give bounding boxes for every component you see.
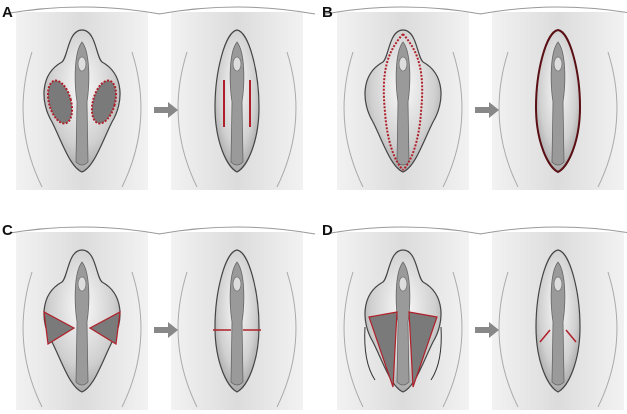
labia-majora-right — [121, 51, 142, 188]
excision-area — [90, 79, 118, 125]
wedge-excision — [368, 311, 398, 388]
excision-area — [46, 79, 74, 125]
labia-majora-right — [597, 271, 618, 408]
before-panel-c — [3, 226, 161, 410]
after-panel-c — [158, 226, 316, 410]
before-panel-a — [3, 6, 161, 190]
labia-majora-right — [276, 51, 297, 188]
clitoral-hood — [398, 276, 408, 292]
vestibule — [395, 261, 411, 386]
labia-majora-left — [498, 271, 519, 408]
wedge-excision — [43, 310, 76, 345]
vestibule — [550, 261, 566, 386]
body-contour — [324, 6, 482, 15]
wedge-excision — [408, 311, 438, 388]
clitoral-hood — [553, 56, 563, 72]
incision-line — [382, 33, 404, 171]
arrow-icon — [475, 102, 499, 118]
before-panel-d — [324, 226, 482, 410]
labia-majora-right — [121, 271, 142, 408]
clitoral-hood — [232, 56, 242, 72]
labia-majora-right — [597, 51, 618, 188]
arrow-icon — [475, 322, 499, 338]
labia-majora-left — [177, 51, 198, 188]
labia-majora-left — [22, 271, 43, 408]
suture-line — [534, 29, 582, 174]
body-contour — [3, 226, 161, 235]
vestibule — [229, 41, 245, 166]
body-contour — [479, 226, 627, 235]
body-contour — [3, 6, 161, 15]
vestibule — [74, 41, 90, 166]
vestibule — [229, 261, 245, 386]
labia-majora-left — [343, 51, 364, 188]
clitoral-hood — [232, 276, 242, 292]
clitoral-hood — [77, 56, 87, 72]
panel-label-d: D — [322, 222, 333, 239]
labia-majora-right — [442, 51, 463, 188]
body-contour — [324, 226, 482, 235]
body-contour — [158, 226, 316, 235]
panel-label-a: A — [2, 4, 13, 21]
suture-line — [539, 329, 551, 343]
arrow-icon — [154, 322, 178, 338]
labia-majora-left — [22, 51, 43, 188]
labia-majora-right — [442, 271, 463, 408]
rotation-arrow-icon — [430, 326, 442, 381]
before-panel-b — [324, 6, 482, 190]
after-panel-d — [479, 226, 627, 410]
panel-label-b: B — [322, 4, 333, 21]
vestibule — [74, 261, 90, 386]
rotation-arrow-icon — [364, 326, 376, 381]
body-contour — [158, 6, 316, 15]
vestibule — [550, 41, 566, 166]
suture-line — [565, 329, 577, 343]
clitoral-hood — [553, 276, 563, 292]
vestibule — [395, 41, 411, 166]
panel-label-c: C — [2, 222, 13, 239]
labia-majora-right — [276, 271, 297, 408]
arrow-icon — [154, 102, 178, 118]
after-panel-a — [158, 6, 316, 190]
body-contour — [479, 6, 627, 15]
incision-line — [402, 33, 424, 171]
clitoral-hood — [398, 56, 408, 72]
wedge-excision — [88, 310, 121, 345]
labia-majora-left — [177, 271, 198, 408]
clitoral-hood — [77, 276, 87, 292]
labia-majora-left — [343, 271, 364, 408]
labia-majora-left — [498, 51, 519, 188]
after-panel-b — [479, 6, 627, 190]
